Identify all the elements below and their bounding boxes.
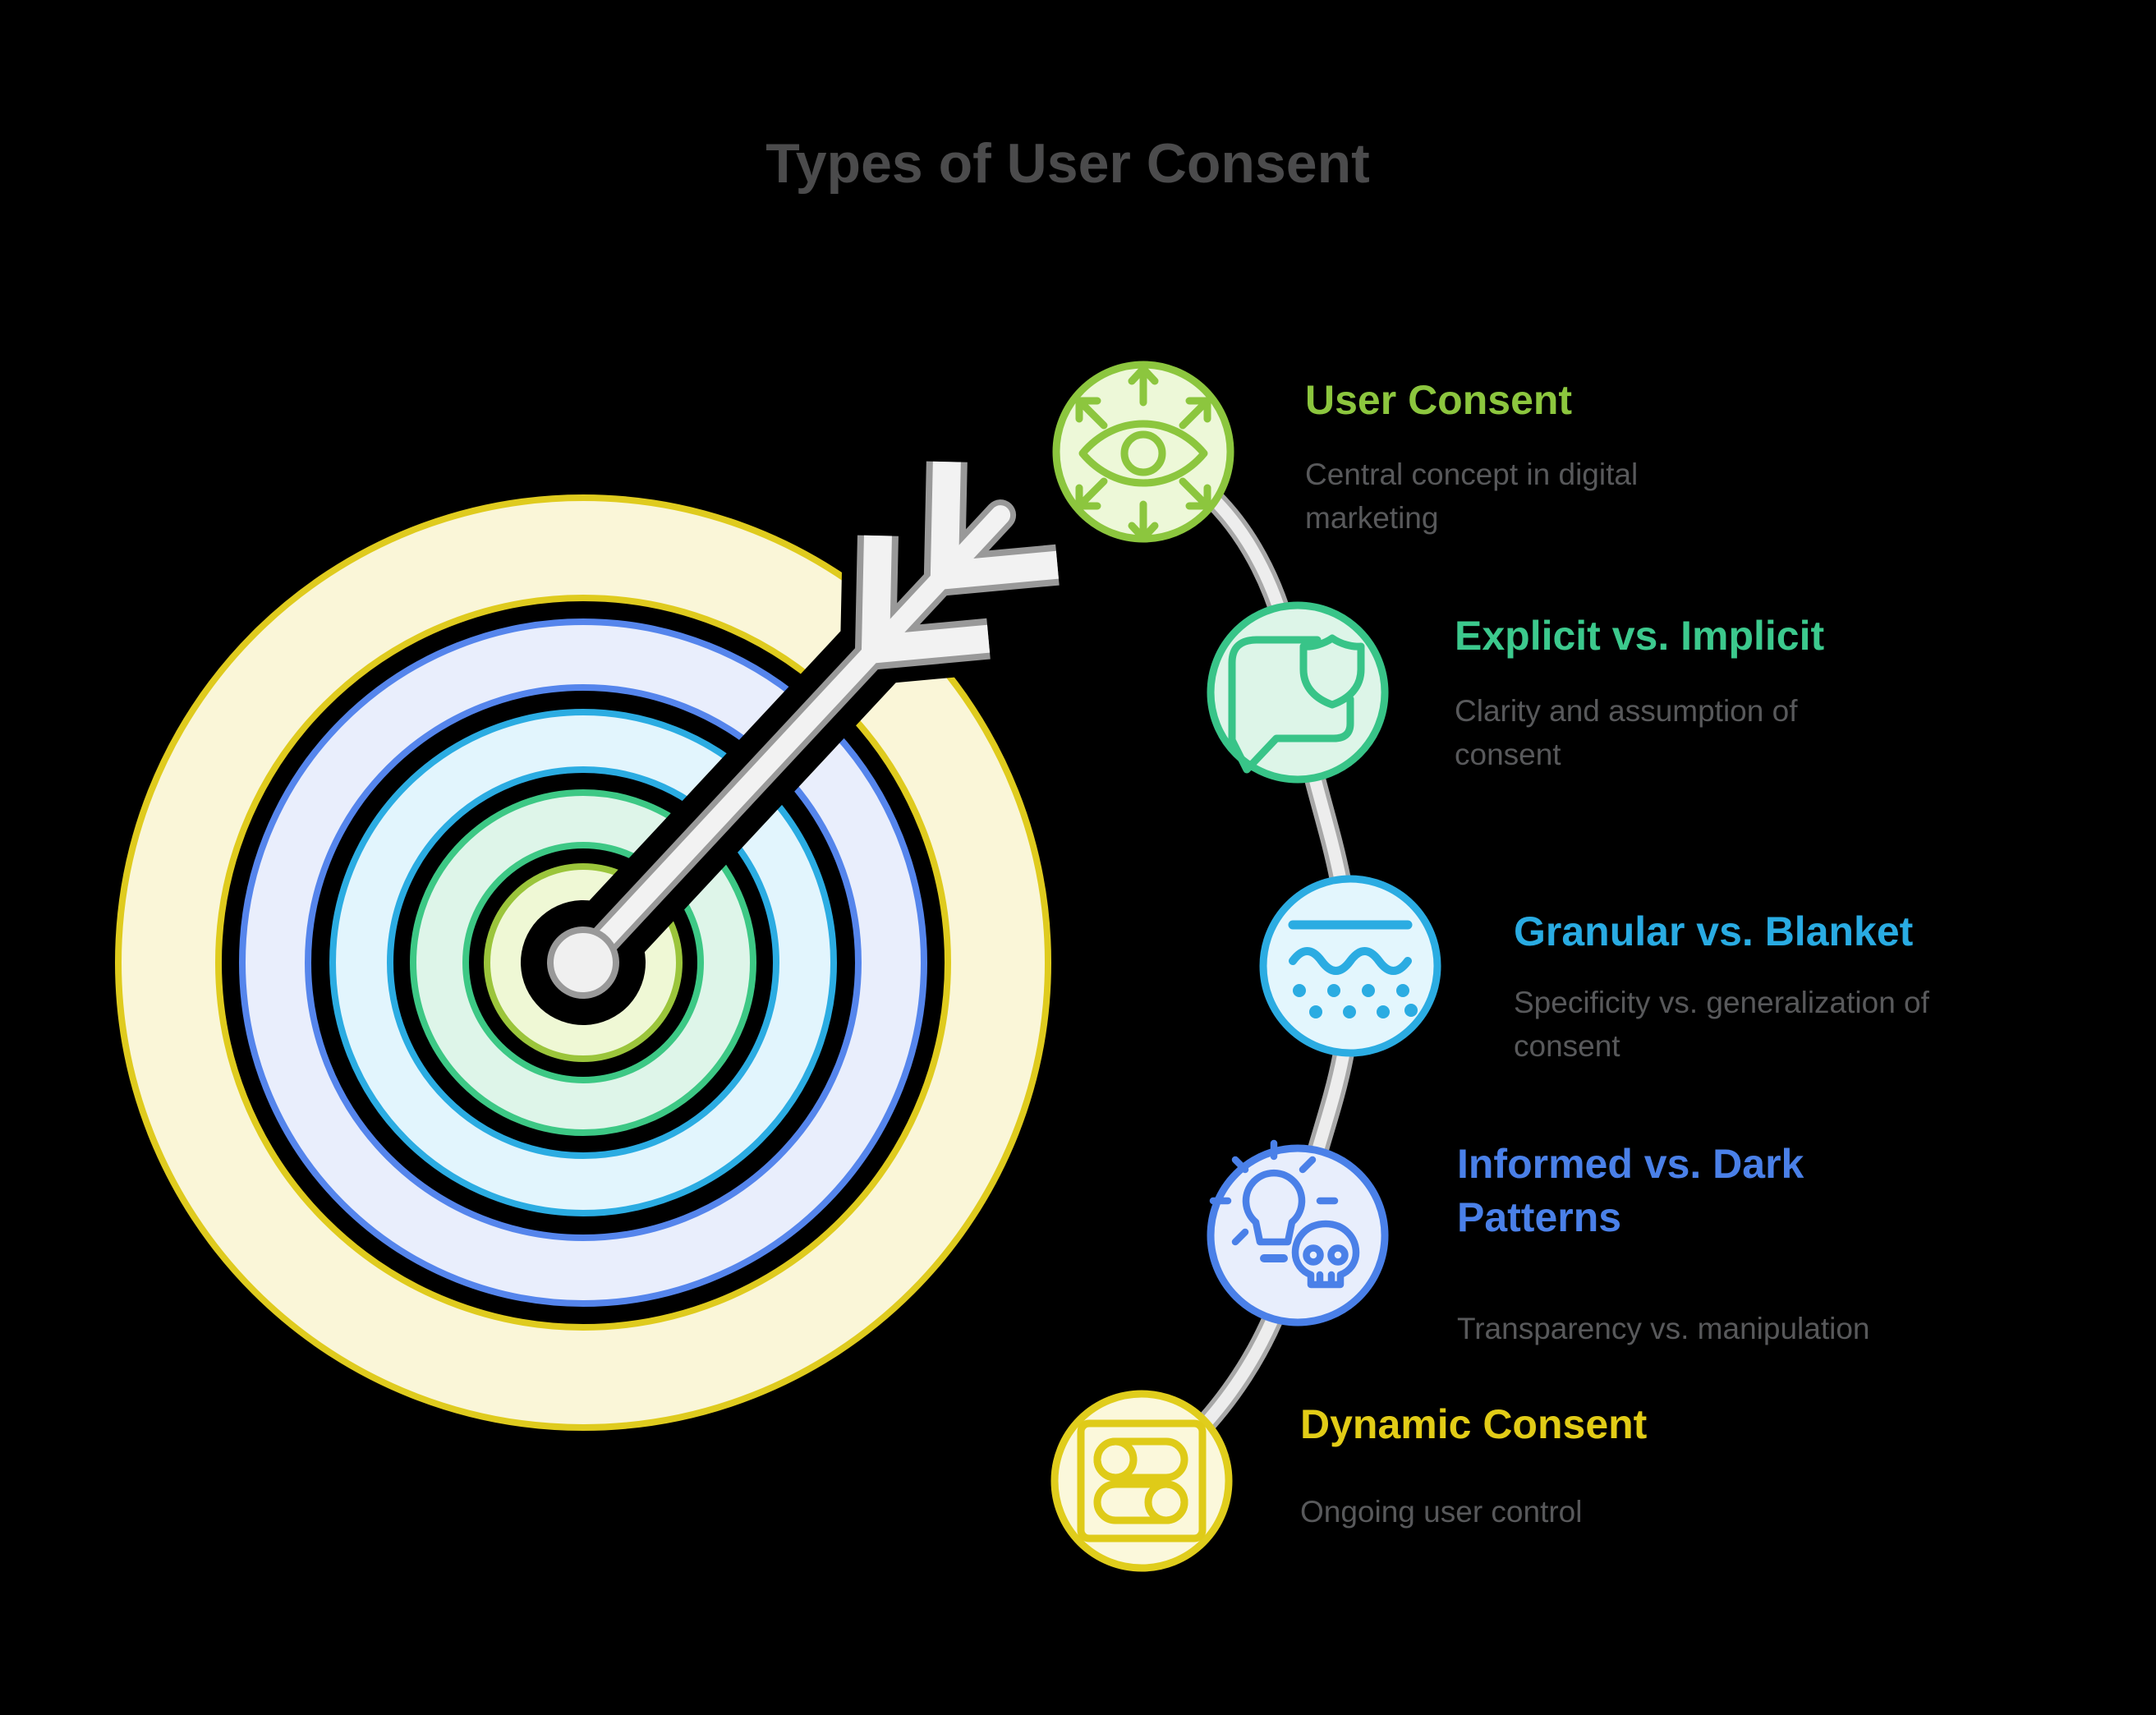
- item-title-user-consent: User Consent: [1305, 377, 1573, 423]
- item-description-explicit-vs-implicit: Clarity and assumption of consent: [1455, 694, 1798, 771]
- arrow: [521, 461, 1061, 1025]
- item-title-dynamic-consent: Dynamic Consent: [1300, 1401, 1648, 1447]
- arrow-impact-point: [547, 926, 619, 999]
- lightbulb-skull-icon: [1209, 1139, 1360, 1289]
- node-user-consent: [1052, 361, 1234, 543]
- node-granular-vs-blanket: [1259, 875, 1441, 1057]
- node-dynamic-consent: [1050, 1390, 1233, 1572]
- item-title-explicit-vs-implicit: Explicit vs. Implicit: [1455, 613, 1825, 659]
- item-title-granular-vs-blanket: Granular vs. Blanket: [1514, 908, 1914, 954]
- item-description-informed-vs-dark-patterns: Transparency vs. manipulation: [1457, 1312, 1870, 1345]
- item-description-dynamic-consent: Ongoing user control: [1300, 1495, 1583, 1529]
- item-title-informed-vs-dark-patterns: Informed vs. Dark Patterns: [1457, 1141, 1804, 1240]
- toggle-switches-icon: [1077, 1419, 1207, 1543]
- item-description-granular-vs-blanket: Specificity vs. generalization of consen…: [1514, 986, 1929, 1063]
- speech-bubble-shield-icon: [1228, 634, 1365, 774]
- page-title: Types of User Consent: [765, 132, 1370, 195]
- eye-all-directions-icon: [1075, 365, 1211, 542]
- surface-layers-dots-icon: [1288, 920, 1418, 1018]
- node-explicit-vs-implicit: [1207, 601, 1389, 784]
- item-description-user-consent: Central concept in digital marketing: [1305, 457, 1639, 535]
- node-informed-vs-dark-patterns: [1207, 1139, 1389, 1326]
- arrow-body: [573, 461, 1059, 972]
